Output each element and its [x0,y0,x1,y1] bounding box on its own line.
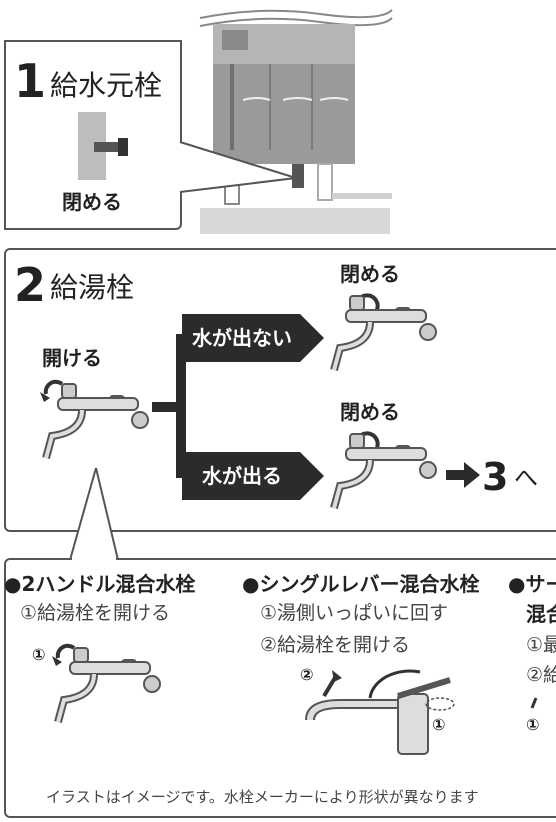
arrow-water-label: 水が出る [202,464,282,488]
faucet-close-illustration-1 [330,293,437,372]
step2-start-action: 開ける [42,346,102,370]
thermostatic-faucet-partial: ① [526,697,540,734]
arrow-water [182,452,324,500]
detail-item-step: ①湯側いっぱいに回す [260,602,449,624]
single-lever-faucet-illustration: ② ① [300,665,455,755]
detail-item-step: ②給 [526,664,556,686]
next-step-suffix: へ [514,464,538,492]
step1-callout-pointer [179,141,297,193]
callout-mark-1: ① [32,645,46,664]
svg-text:②: ② [300,665,314,684]
detail-item-title: ●シングルレバー混合水栓 [242,572,480,596]
step2-number: 2 [14,258,47,312]
svg-text:①: ① [432,715,446,734]
detail-item-title: ●サー [508,572,556,596]
step1-action: 閉める [62,190,122,214]
details-note: イラストはイメージです。水栓メーカーにより形状が異なります [46,788,479,806]
branch-connector [152,334,186,478]
faucet-open-illustration [40,379,149,460]
valve-icon [78,112,128,180]
water-heater-illustration [199,9,393,234]
detail-item-title: ●2ハンドル混合水栓 [4,572,196,596]
step2-heading: 給湯栓 [50,271,135,304]
two-handle-faucet-illustration: ① [32,643,161,724]
detail-item-step: ①給湯栓を開ける [20,602,171,624]
detail-item-step: ①最 [526,634,556,656]
details-panel [4,558,556,818]
right-arrow-icon [446,462,480,488]
next-step-number: 3 [482,455,509,499]
arrow-no-water-label: 水が出ない [192,326,292,350]
step1-heading: 給水元栓 [50,69,163,102]
water-action: 閉める [340,400,400,424]
detail-item-title-2: 混合 [526,602,556,626]
no-water-action: 閉める [340,262,400,286]
arrow-no-water [182,314,324,362]
svg-text:①: ① [526,715,540,734]
step1-number: 1 [14,54,47,108]
detail-item-step: ②給湯栓を開ける [260,634,411,656]
faucet-close-illustration-2 [330,431,437,510]
